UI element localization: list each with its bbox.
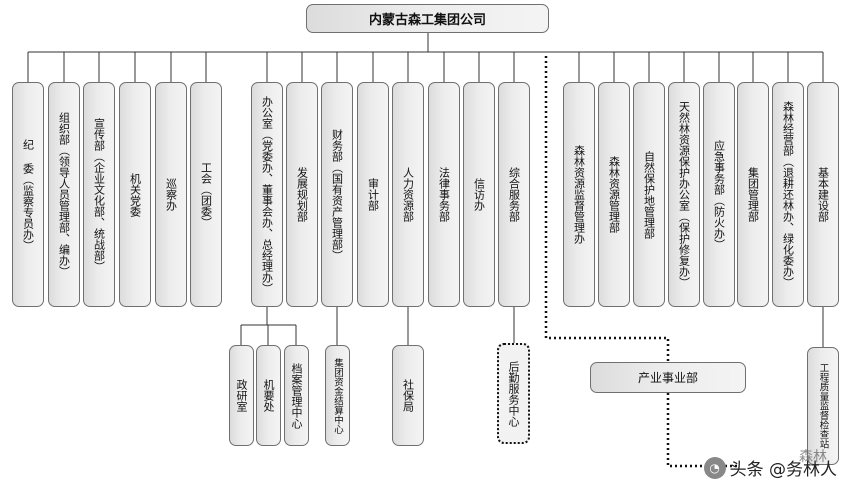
dept-forest-operations: 森林经营部（退耕还林办、绿化委办） <box>772 82 804 307</box>
dept-construction: 基本建设部 <box>807 82 839 307</box>
dept-label: 财务部（国有资产管理部） <box>330 128 344 261</box>
dept-label: 信访办 <box>472 178 486 211</box>
dept-inspection: 巡察办 <box>155 82 187 307</box>
dept-label: 纪 委（监察专员办） <box>21 138 35 251</box>
watermark-chat-icon: ◔ <box>703 456 726 479</box>
dept-label: 人力资源部 <box>401 167 415 222</box>
dept-label: 森林资源监督管理办 <box>572 145 586 244</box>
dept-forest-resources: 森林资源管理部 <box>598 82 630 307</box>
dept-label: 审计部 <box>366 178 380 211</box>
dept-label: 天然林资源保护办公室（保护修复办） <box>677 101 691 288</box>
dept-discipline: 纪 委（监察专员办） <box>12 82 44 307</box>
dept-organization: 组织部（领导人员管理部、编办） <box>48 82 80 307</box>
dept-label: 综合服务部 <box>507 167 521 222</box>
dept-label: 自然保护地管理部 <box>642 150 656 239</box>
industry-division: 产业事业部 <box>590 362 746 393</box>
dept-label: 巡察办 <box>164 178 178 211</box>
dept-label: 应急事务部（防火办） <box>712 139 726 250</box>
dept-group-management: 集团管理部 <box>737 82 769 307</box>
root-label: 内蒙古森工集团公司 <box>368 13 486 28</box>
dept-label: 工会（团委） <box>199 161 213 228</box>
sub-quality-station: 工程质量监督检查站 <box>807 347 839 465</box>
dept-natural-forest: 天然林资源保护办公室（保护修复办） <box>668 82 700 307</box>
dept-label: 宣传部（企业文化部、统战部） <box>92 117 106 272</box>
watermark: ◔ 头条 @务林人 <box>703 455 837 480</box>
dept-label: 发展规划部 <box>295 167 309 222</box>
dept-forest-supervision: 森林资源监督管理办 <box>563 82 595 307</box>
dept-party-committee: 机关党委 <box>119 82 151 307</box>
sub-label: 后勤服务中心 <box>507 360 520 427</box>
dept-label: 森林经营部（退耕还林办、绿化委办） <box>781 101 795 288</box>
dept-hr: 人力资源部 <box>392 82 424 307</box>
dept-protected-areas: 自然保护地管理部 <box>633 82 665 307</box>
dept-label: 基本建设部 <box>816 167 830 222</box>
dept-label: 机关党委 <box>128 172 142 217</box>
dept-planning: 发展规划部 <box>286 82 318 307</box>
watermark-text: 头条 @务林人 <box>729 460 837 480</box>
dept-finance: 财务部（国有资产管理部） <box>321 82 353 307</box>
sub-policy-research: 政研室 <box>229 345 254 446</box>
sub-label: 档案管理中心 <box>290 362 303 429</box>
dept-union: 工会（团委） <box>190 82 222 307</box>
sub-logistics-center: 后勤服务中心 <box>497 343 530 444</box>
sub-label: 政研室 <box>235 379 248 412</box>
dept-label: 森林资源管理部 <box>607 156 621 233</box>
dept-general-service: 综合服务部 <box>498 82 530 307</box>
sub-confidential: 机要处 <box>256 345 281 446</box>
root-box: 内蒙古森工集团公司 <box>306 4 549 33</box>
sub-label: 工程质量监督检查站 <box>817 363 829 449</box>
dept-petition: 信访办 <box>463 82 495 307</box>
sub-archives: 档案管理中心 <box>284 345 309 446</box>
dept-office: 办公室（党委办、董事会办、总经理办） <box>251 82 283 307</box>
sub-label: 集团资金结算中心 <box>332 357 343 434</box>
dept-publicity: 宣传部（企业文化部、统战部） <box>83 82 115 307</box>
sub-label: 社保局 <box>401 379 415 412</box>
dept-label: 集团管理部 <box>746 167 760 222</box>
dept-label: 法律事务部 <box>437 167 451 222</box>
dept-label: 办公室（党委办、董事会办、总经理办） <box>260 95 274 294</box>
dept-emergency: 应急事务部（防火办） <box>703 82 735 307</box>
dept-audit: 审计部 <box>357 82 389 307</box>
sub-social-security: 社保局 <box>392 345 424 446</box>
sub-label: 机要处 <box>262 379 275 412</box>
watermark-brand: 森林 <box>799 449 827 465</box>
dept-label: 组织部（领导人员管理部、编办） <box>57 112 71 277</box>
sub-settlement-center: 集团资金结算中心 <box>325 345 350 446</box>
dept-legal: 法律事务部 <box>428 82 460 307</box>
industry-label: 产业事业部 <box>637 371 698 385</box>
